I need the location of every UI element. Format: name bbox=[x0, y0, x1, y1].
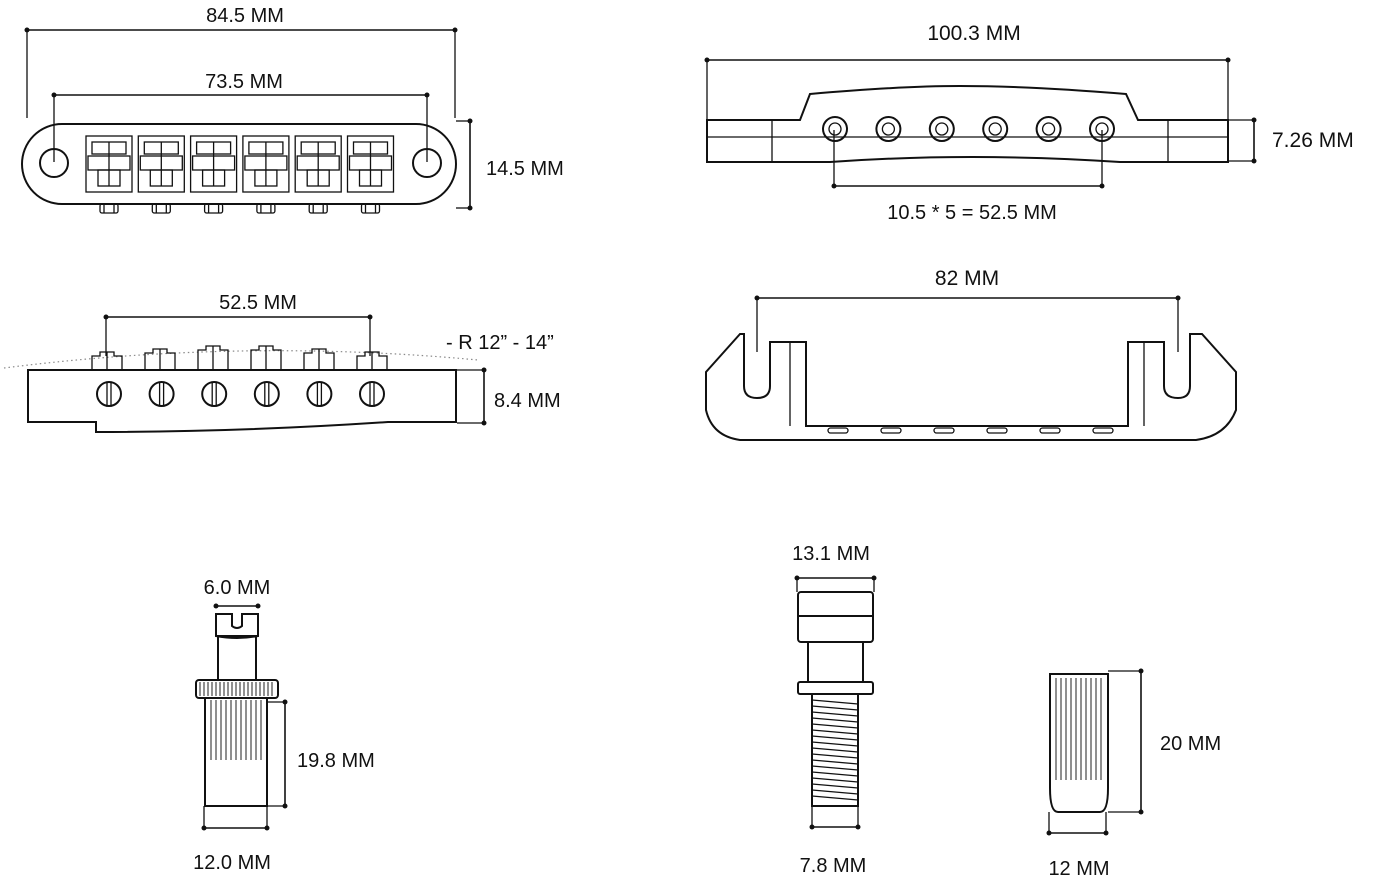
tailpiece-overall-length-dimension: 100.3 MM bbox=[704, 22, 1231, 120]
bridge-saddles-side bbox=[91, 345, 388, 370]
bridge-radius-curve bbox=[3, 350, 479, 369]
anchor-height-label: 20 MM bbox=[1160, 733, 1221, 755]
stud-head-width-label: 13.1 MM bbox=[792, 543, 870, 565]
tailpiece-slot-4 bbox=[986, 427, 1008, 434]
saddle-top-3 bbox=[189, 135, 238, 193]
bridge-post-spacing-dimension: 73.5 MM bbox=[51, 71, 430, 162]
tailpiece-hole-spacing-label: 10.5 * 5 = 52.5 MM bbox=[887, 202, 1057, 224]
bridge-height-dimension: 14.5 MM bbox=[456, 118, 564, 211]
height-screw-5 bbox=[306, 381, 333, 407]
tailpiece-body-outline bbox=[706, 84, 1229, 163]
tailpiece-top-view: 82 MM bbox=[705, 267, 1237, 441]
saddle-side-6 bbox=[356, 351, 388, 370]
tailpiece-slot-5 bbox=[1039, 427, 1061, 434]
tail-stud-detail: 13.1 MM 7.8 MM bbox=[792, 543, 877, 877]
anchor-detail: 20 MM 12 MM bbox=[1046, 668, 1221, 880]
post-top-width-dimension bbox=[213, 603, 261, 609]
saddle-top-6 bbox=[346, 135, 395, 193]
tailpiece-slotted-body bbox=[705, 333, 1237, 441]
saddle-side-3 bbox=[197, 345, 229, 370]
saddle-side-1 bbox=[91, 351, 123, 370]
bridge-height-label: 14.5 MM bbox=[486, 158, 564, 180]
tailpiece-slot-1 bbox=[827, 427, 849, 434]
post-sleeve bbox=[204, 697, 268, 807]
anchor-width-dimension: 12 MM bbox=[1046, 812, 1110, 880]
bridge-side-screws bbox=[96, 381, 385, 407]
bridge-body-outline bbox=[21, 123, 457, 205]
bridge-post-spacing-label: 73.5 MM bbox=[205, 71, 283, 93]
bridge-side-view: - R 12” - 14” 52.5 MM 8.4 MM bbox=[3, 292, 561, 434]
tailpiece-slot-6 bbox=[1092, 427, 1114, 434]
tailpiece-hole-2 bbox=[875, 116, 902, 142]
post-base-width-dimension: 12.0 MM bbox=[193, 806, 271, 874]
tailpiece-bottom-slots bbox=[827, 427, 1114, 434]
post-threaded-top bbox=[215, 613, 259, 639]
height-screw-3 bbox=[201, 381, 228, 407]
bridge-side-body bbox=[27, 369, 457, 434]
saddle-side-5 bbox=[303, 348, 335, 370]
intonation-screw-2 bbox=[151, 203, 171, 214]
stud-thread-width-label: 7.8 MM bbox=[800, 855, 867, 877]
tailpiece-hole-spacing-dimension: 10.5 * 5 = 52.5 MM bbox=[831, 130, 1105, 224]
bridge-saddles-top bbox=[85, 135, 395, 193]
post-height-dimension: 19.8 MM bbox=[267, 699, 375, 809]
post-height-label: 19.8 MM bbox=[297, 750, 375, 772]
bridge-post-hole-right bbox=[412, 148, 442, 178]
saddle-side-2 bbox=[144, 348, 176, 370]
tailpiece-hole-1 bbox=[822, 116, 848, 142]
bridge-overall-length-label: 84.5 MM bbox=[206, 5, 284, 27]
saddle-top-1 bbox=[85, 135, 133, 193]
bridge-post-detail: 6.0 MM 19.8 MM 12.0 MM bbox=[193, 577, 375, 874]
tailpiece-slot-3 bbox=[933, 427, 955, 434]
height-screw-4 bbox=[253, 381, 280, 407]
post-base-width-label: 12.0 MM bbox=[193, 852, 271, 874]
bridge-side-height-dimension: 8.4 MM bbox=[457, 367, 561, 426]
anchor-body bbox=[1049, 673, 1109, 813]
anchor-height-dimension: 20 MM bbox=[1108, 668, 1221, 815]
tailpiece-stud-spacing-dimension: 82 MM bbox=[754, 267, 1181, 352]
height-screw-1 bbox=[96, 381, 122, 407]
saddle-top-2 bbox=[137, 135, 185, 193]
bridge-side-height-label: 8.4 MM bbox=[494, 390, 561, 412]
tailpiece-overall-length-label: 100.3 MM bbox=[927, 22, 1020, 45]
tailpiece-hole-3 bbox=[928, 116, 955, 142]
tailpiece-height-label: 7.26 MM bbox=[1272, 129, 1354, 152]
tailpiece-stud-spacing-label: 82 MM bbox=[935, 267, 999, 290]
anchor-width-label: 12 MM bbox=[1048, 858, 1109, 880]
bridge-intonation-screws bbox=[99, 203, 381, 214]
intonation-screw-5 bbox=[308, 203, 328, 214]
intonation-screw-1 bbox=[99, 203, 119, 214]
bridge-string-spread-label: 52.5 MM bbox=[219, 292, 297, 314]
intonation-screw-3 bbox=[203, 203, 224, 214]
saddle-side-4 bbox=[250, 345, 282, 370]
tailpiece-string-holes bbox=[822, 116, 1115, 142]
tailpiece-side-view: 100.3 MM 10.5 * 5 = 52.5 MM 7.26 MM bbox=[704, 22, 1354, 224]
saddle-top-4 bbox=[242, 135, 290, 193]
bridge-post-hole-left bbox=[39, 148, 69, 178]
intonation-screw-6 bbox=[360, 203, 381, 214]
tailpiece-hole-5 bbox=[1035, 116, 1062, 142]
stud-threaded-shaft bbox=[811, 693, 859, 807]
stud-thread-width-dimension: 7.8 MM bbox=[800, 806, 867, 877]
post-top-width-label: 6.0 MM bbox=[204, 577, 271, 599]
height-screw-6 bbox=[359, 381, 385, 407]
stud-head-width-dimension bbox=[794, 575, 877, 592]
tailpiece-hole-4 bbox=[982, 116, 1009, 142]
tailpiece-height-dimension: 7.26 MM bbox=[1228, 117, 1354, 164]
height-screw-2 bbox=[148, 381, 175, 407]
bridge-top-view: 84.5 MM 73.5 MM 14.5 MM bbox=[21, 5, 564, 214]
stud-collar bbox=[797, 681, 874, 695]
bridge-radius-label: - R 12” - 14” bbox=[446, 332, 554, 354]
bridge-overall-length-dimension: 84.5 MM bbox=[24, 5, 458, 118]
saddle-top-5 bbox=[294, 135, 342, 193]
tailpiece-slot-2 bbox=[880, 427, 902, 434]
intonation-screw-4 bbox=[256, 203, 276, 214]
bridge-string-spread-dimension: 52.5 MM bbox=[103, 292, 373, 356]
